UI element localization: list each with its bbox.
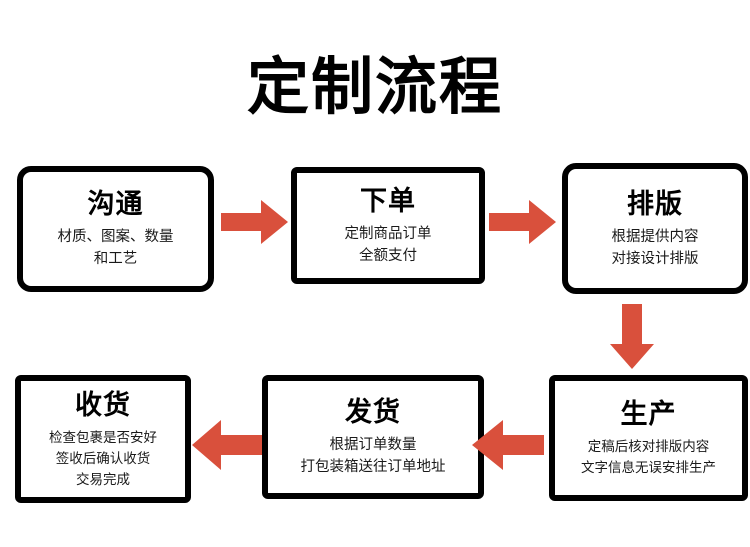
- step-desc-shengchan: 定稿后核对排版内容 文字信息无误安排生产: [581, 439, 716, 475]
- step-title-xiadan: 下单: [360, 185, 416, 217]
- step-desc-paiban: 根据提供内容 对接设计排版: [611, 228, 699, 267]
- step-desc-fahuo: 根据订单数量 打包装箱送往订单地址: [300, 437, 446, 475]
- step-box-shengchan: 生产 定稿后核对排版内容 文字信息无误安排生产: [549, 375, 748, 501]
- step-box-paiban: 排版 根据提供内容 对接设计排版: [562, 163, 748, 294]
- arrow-right-icon-2: [489, 199, 557, 245]
- arrow-left-icon-5: [191, 419, 263, 471]
- step-desc-xiadan: 定制商品订单 全额支付: [344, 225, 432, 264]
- step-box-fahuo: 发货 根据订单数量 打包装箱送往订单地址: [262, 375, 484, 499]
- step-box-goutong: 沟通 材质、图案、数量 和工艺: [17, 166, 214, 292]
- step-desc-goutong: 材质、图案、数量 和工艺: [57, 229, 174, 267]
- step-title-paiban: 排版: [627, 188, 683, 220]
- arrow-down-icon-3: [609, 304, 655, 370]
- step-box-shouhuo: 收货 检查包裹是否安好 签收后确认收货 交易完成: [15, 375, 191, 503]
- step-title-shengchan: 生产: [620, 399, 677, 430]
- step-title-goutong: 沟通: [87, 189, 144, 220]
- arrow-left-icon-4: [471, 419, 545, 471]
- page-title: 定制流程: [246, 50, 503, 123]
- step-desc-shouhuo: 检查包裹是否安好 签收后确认收货 交易完成: [49, 429, 157, 487]
- step-title-fahuo: 发货: [345, 397, 401, 428]
- step-box-xiadan: 下单 定制商品订单 全额支付: [291, 167, 485, 284]
- step-title-shouhuo: 收货: [75, 389, 131, 421]
- arrow-right-icon-1: [221, 199, 289, 245]
